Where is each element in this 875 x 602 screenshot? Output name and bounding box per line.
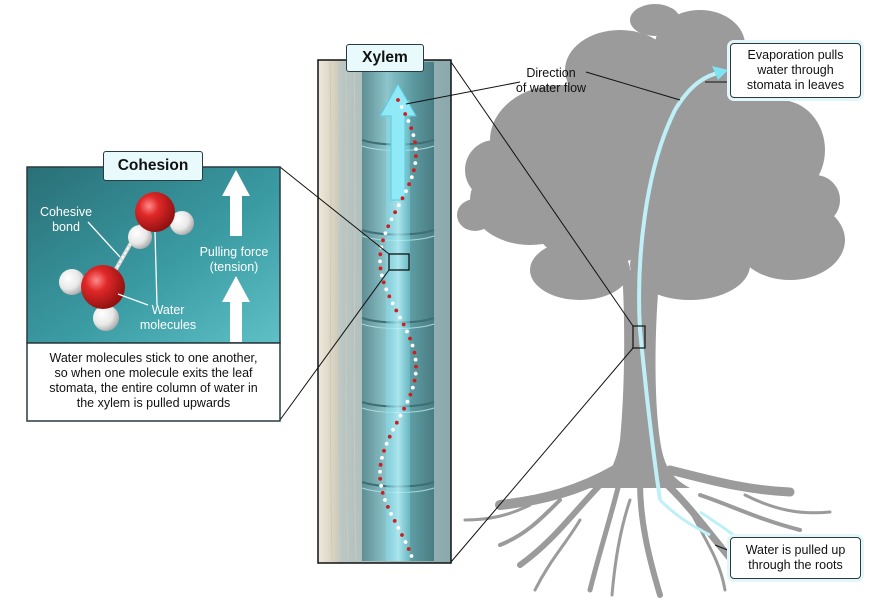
chain-molecule [396,98,400,102]
chain-molecule [386,224,391,229]
chain-molecule [409,175,414,180]
chain-molecule [380,491,385,495]
tree-water-path [637,70,723,501]
trunk-zoom-marker [632,325,646,349]
chain-molecule [387,294,392,299]
chain-molecule [410,343,415,348]
tree-flow-arrowhead [712,66,728,80]
chain-molecule [414,154,418,159]
chain-molecule [379,483,383,488]
xylem-flow-arrow [379,82,417,201]
chain-molecule [405,329,409,334]
direction-of-flow-label: Direction of water flow [515,66,587,95]
chain-molecule [400,196,405,201]
chain-molecule [392,519,397,523]
chain-molecule [390,301,395,306]
chain-molecule [381,280,386,285]
chain-molecule [378,252,383,257]
water-molecules-label: Water molecules [139,303,197,332]
chain-molecule [404,189,408,194]
chain-molecule [412,378,417,383]
chain-molecule [394,420,399,425]
xylem-title: Xylem [346,44,424,72]
water-molecule-chain [378,98,418,558]
chain-molecule [405,399,410,404]
chain-molecule [389,217,394,222]
chain-molecule [408,392,413,397]
chain-molecule [407,182,411,187]
chain-molecule [381,238,385,243]
tension-arrow-lower [222,276,250,342]
chain-molecule [402,406,406,411]
chain-molecule [401,322,406,327]
chain-molecule [394,308,399,313]
chain-molecule [403,112,408,116]
chain-molecule [396,203,401,208]
chain-molecule [406,119,411,123]
chain-molecule [399,105,404,109]
tree-illustration [457,4,845,598]
chain-molecule [396,526,401,530]
water-molecule-bottom [59,265,125,331]
chain-molecule [378,259,382,264]
xylem-zoom-marker [388,253,410,271]
chain-molecule [414,147,418,152]
chain-molecule [414,364,418,369]
cohesion-caption: Water molecules stick to one another, so… [49,351,258,410]
chain-molecule [413,140,417,145]
chain-molecule [387,434,392,439]
chain-molecule [400,533,404,537]
chain-molecule [413,161,418,166]
chain-molecule [412,168,416,173]
chain-molecule [386,505,390,509]
chain-molecule [412,350,417,355]
chain-molecule [410,385,415,390]
chain-molecule [409,554,414,558]
chain-molecule [389,512,393,516]
chain-molecule [384,287,389,292]
chain-molecule [409,126,414,130]
chain-molecule [403,540,408,544]
chain-molecule [382,448,386,453]
chain-molecule [393,210,397,215]
chain-molecule [380,455,384,460]
chain-molecule [378,476,383,481]
chain-molecule [398,413,403,418]
chain-molecule [383,231,388,236]
water-molecule-top [128,192,194,249]
evaporation-callout: Evaporation pulls water through stomata … [730,43,861,98]
chain-molecule [384,441,389,446]
cohesion-title: Cohesion [103,151,203,181]
cohesive-bond-label: Cohesive bond [39,205,93,234]
pulling-force-label: Pulling force (tension) [199,245,269,274]
tension-arrow-upper [222,170,250,236]
chain-molecule [378,266,383,271]
chain-molecule [391,427,395,432]
chain-molecule [383,498,387,502]
chain-molecule [378,462,383,467]
tree-trunk [590,270,690,488]
chain-molecule [408,336,412,341]
chain-molecule [398,315,402,320]
roots-callout: Water is pulled up through the roots [730,537,861,579]
chain-molecule [413,371,418,376]
xylem-panel [317,59,452,564]
chain-molecule [379,273,384,278]
cohesion-panel [26,166,281,344]
chain-molecule [406,547,411,551]
chain-molecule [411,133,416,138]
chain-molecule [413,357,418,362]
chain-molecule [378,469,382,474]
